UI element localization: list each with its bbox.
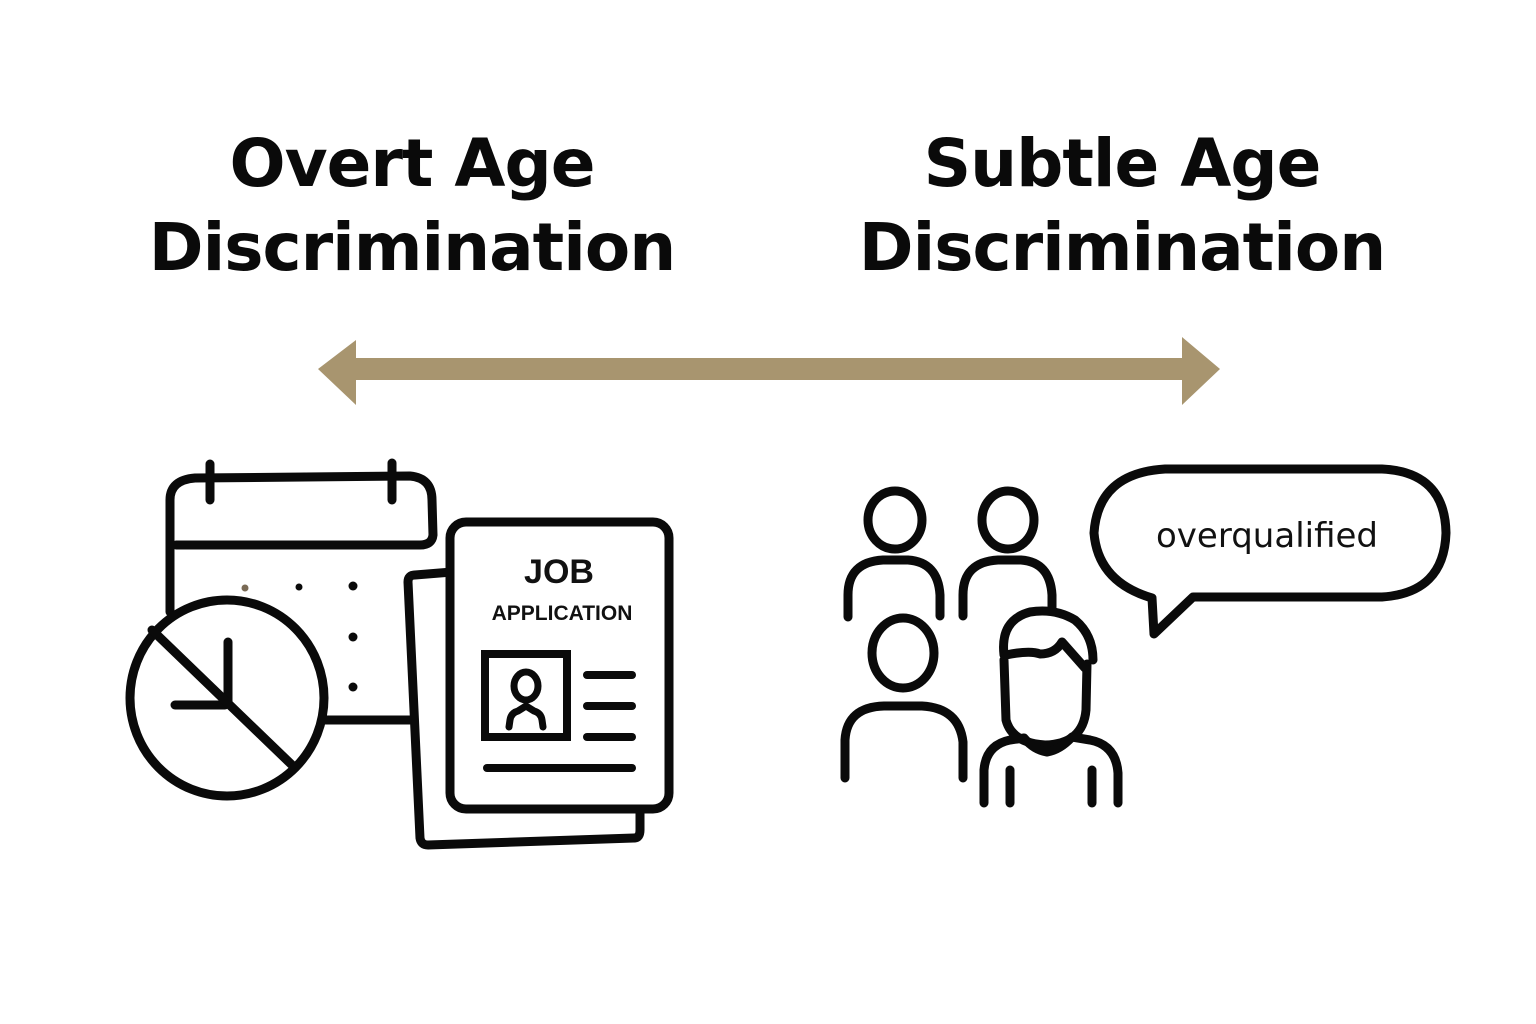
double-arrow-icon: [318, 337, 1220, 405]
photo-placeholder-icon: [481, 650, 571, 741]
heading-line-1: Overt Age: [229, 125, 595, 202]
clock-crossed-icon: [125, 595, 329, 801]
document-title: JOB: [524, 553, 594, 591]
job-application-icon: JOB APPLICATION: [403, 517, 674, 850]
overt-age-discrimination-heading: Overt Age Discrimination: [112, 122, 712, 290]
heading-line-1: Subtle Age: [923, 125, 1322, 202]
document-subtitle: APPLICATION: [492, 602, 633, 625]
heading-line-2: Discrimination: [148, 209, 676, 286]
heading-line-2: Discrimination: [858, 209, 1386, 286]
speech-bubble-text: overqualified: [1156, 516, 1378, 556]
speech-bubble-icon: overqualified: [1089, 464, 1451, 639]
subtle-age-discrimination-heading: Subtle Age Discrimination: [822, 122, 1422, 290]
text-lines-icon: [483, 671, 636, 772]
calendar-icon: [165, 458, 438, 725]
people-group-icon: [840, 486, 1123, 808]
